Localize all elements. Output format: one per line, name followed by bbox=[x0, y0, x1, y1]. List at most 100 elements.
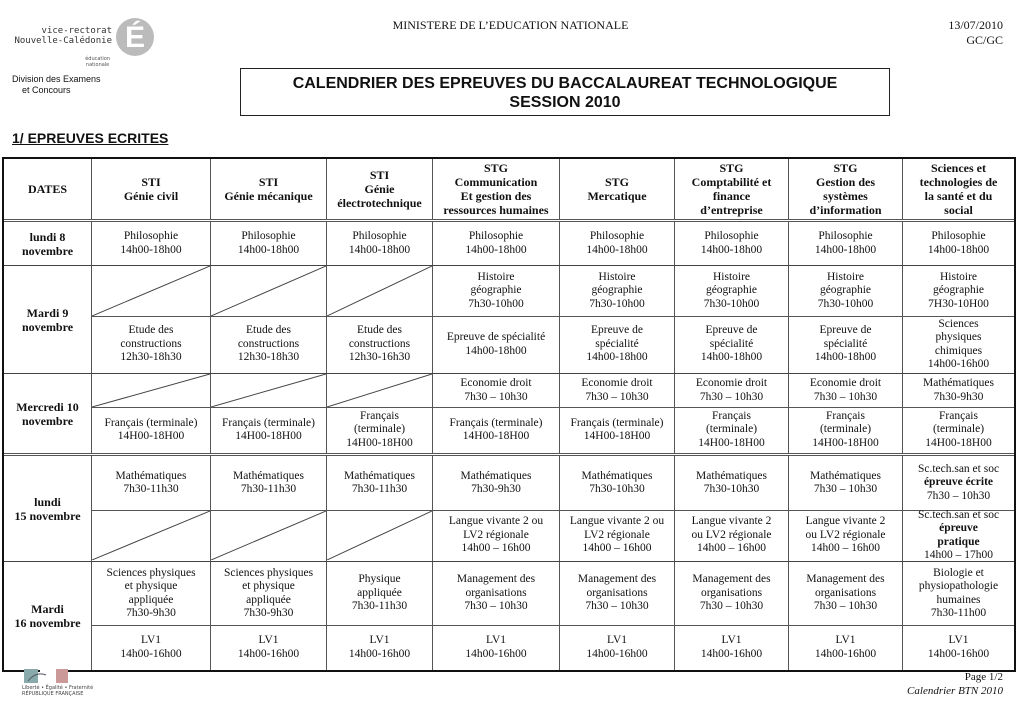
cell-text-line: STG bbox=[604, 175, 629, 189]
cell-text-line: constructions bbox=[120, 337, 182, 350]
cell-text-line: 14H00-18H00 bbox=[812, 436, 879, 449]
cell-text-line: (terminale) bbox=[932, 423, 985, 436]
cell-text-line: ou LV2 régionale bbox=[691, 528, 772, 541]
cell-text-line: spécialité bbox=[595, 337, 639, 350]
cell-text-line: 14H00-18H00 bbox=[462, 430, 530, 442]
cell-text-line: social bbox=[944, 203, 973, 217]
diagonal-strike bbox=[92, 266, 210, 316]
cell-text-line: LV1 bbox=[835, 634, 856, 646]
cell-text-line: 14h00-18h00 bbox=[814, 351, 877, 364]
cell-text-line: Langue vivante 2 ou bbox=[569, 515, 665, 528]
cell-text-line: Management des bbox=[456, 573, 536, 586]
cell-text-line: spécialité bbox=[823, 337, 868, 350]
cell-text-line: électrotechnique bbox=[337, 196, 422, 210]
cell-text-line: Mardi 9 bbox=[26, 305, 69, 320]
cell-text-line: 14h00-18h00 bbox=[237, 243, 300, 256]
cell-text-line: 14h00 – 16h00 bbox=[461, 542, 531, 555]
cell-text-line: 7H30-10H00 bbox=[928, 297, 989, 310]
page-title: CALENDRIER DES EPREUVES DU BACCALAUREAT … bbox=[240, 68, 890, 116]
series-column: Français(terminale)14H00-18H00 bbox=[326, 374, 432, 453]
cell-text-line: 7h30-11h30 bbox=[123, 483, 179, 495]
cell-text-line: 14h00-16h00 bbox=[120, 647, 182, 660]
division-line: Division des Examens bbox=[12, 74, 101, 84]
diagonal-strike bbox=[327, 511, 432, 560]
education-e-icon: É bbox=[116, 18, 154, 56]
cell-text-line: 14h00 – 16h00 bbox=[811, 542, 880, 555]
cell-text-line: Philosophie bbox=[704, 230, 759, 242]
empty-slot-cell bbox=[211, 266, 326, 316]
cell-text-line: 14h00-18h00 bbox=[465, 344, 527, 357]
exam-cell: Français (terminale)14H00-18H00 bbox=[211, 407, 326, 452]
cell-text-line: STI bbox=[258, 175, 279, 189]
cell-text-line: novembre bbox=[21, 319, 74, 334]
marianne-logo: Liberté • Égalité • Fraternité RÉPUBLIQU… bbox=[22, 668, 112, 700]
cell-text-line: humaines bbox=[936, 593, 981, 606]
cell-text-line: STG bbox=[833, 161, 858, 175]
ministry-header: MINISTERE DE L’EDUCATION NATIONALE bbox=[392, 18, 629, 32]
cell-text-line: ressources humaines bbox=[443, 203, 549, 217]
series-column: Français (terminale)14H00-18H00 bbox=[210, 374, 326, 453]
title-line: SESSION 2010 bbox=[509, 94, 621, 111]
cell-text-line: 14h00-16h00 bbox=[814, 647, 877, 660]
cell-text-line: Comptabilité et bbox=[691, 175, 772, 189]
cell-text-line: systèmes bbox=[823, 189, 868, 203]
marianne-motto: Liberté • Égalité • Fraternité RÉPUBLIQU… bbox=[22, 685, 94, 697]
cell-text-line: Langue vivante 2 bbox=[805, 515, 886, 528]
exam-cell: Français (terminale)14H00-18H00 bbox=[560, 407, 674, 452]
exam-cell: Français(terminale)14H00-18H00 bbox=[675, 407, 788, 452]
cell-text-line: spécialité bbox=[709, 337, 754, 350]
cell-text-line: Mathématiques bbox=[581, 469, 653, 482]
cell-text-line: STG bbox=[483, 161, 508, 175]
cell-text-line: Sciences physiques bbox=[223, 566, 314, 579]
diagonal-strike bbox=[327, 266, 432, 316]
cell-text-line: 7h30-10h30 bbox=[703, 483, 760, 495]
cell-text-line: Histoire bbox=[598, 270, 636, 283]
cell-text-line: technologies de bbox=[919, 175, 998, 189]
cell-text-line: Sc.tech.san et soc bbox=[917, 508, 1000, 521]
cell-text-line: 7h30-10h00 bbox=[468, 297, 524, 310]
cell-text-line: LV1 bbox=[369, 634, 390, 646]
cell-text-line: novembre bbox=[21, 243, 74, 258]
diagonal-strike bbox=[211, 266, 326, 316]
section-title: 1/ EPREUVES ECRITES bbox=[12, 130, 169, 146]
logo-line: éducation bbox=[85, 56, 110, 62]
cell-text-line: 7h30-9h30 bbox=[471, 483, 521, 495]
